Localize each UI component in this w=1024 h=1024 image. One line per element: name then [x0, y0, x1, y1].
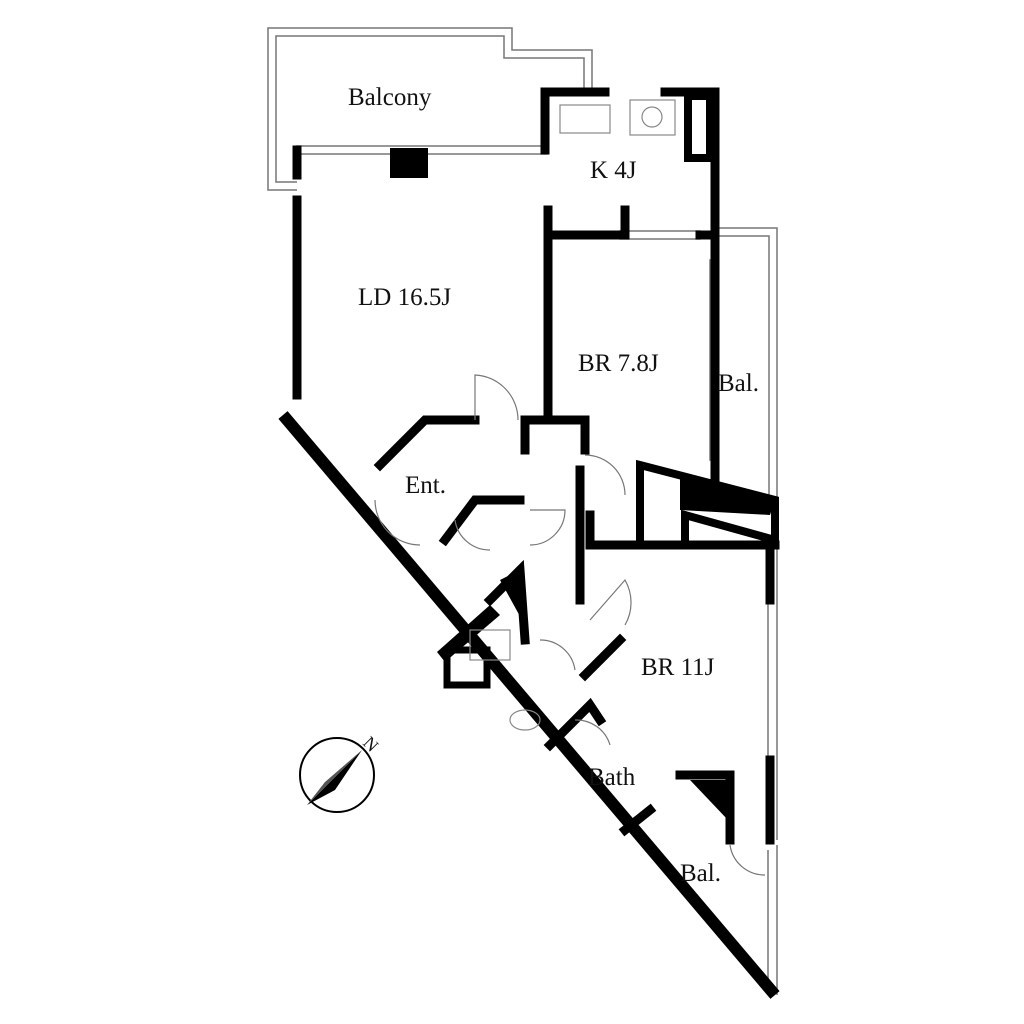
compass [299, 737, 375, 813]
doors [374, 374, 766, 876]
balcony-outlines [267, 27, 778, 995]
room-label-bedroom-2: BR 11J [641, 654, 715, 681]
fixtures [469, 99, 676, 731]
room-label-living-dining: LD 16.5J [358, 284, 452, 311]
room-label-kitchen: K 4J [590, 157, 637, 184]
room-label-entrance: Ent. [405, 472, 446, 499]
room-label-bedroom-1: BR 7.8J [578, 350, 659, 377]
room-label-bath: Bath [588, 764, 636, 791]
walls [278, 87, 780, 999]
room-label-balcony-bottom: Bal. [680, 860, 721, 887]
room-label-balcony-right: Bal. [718, 370, 759, 397]
room-label-balcony: Balcony [348, 84, 432, 111]
